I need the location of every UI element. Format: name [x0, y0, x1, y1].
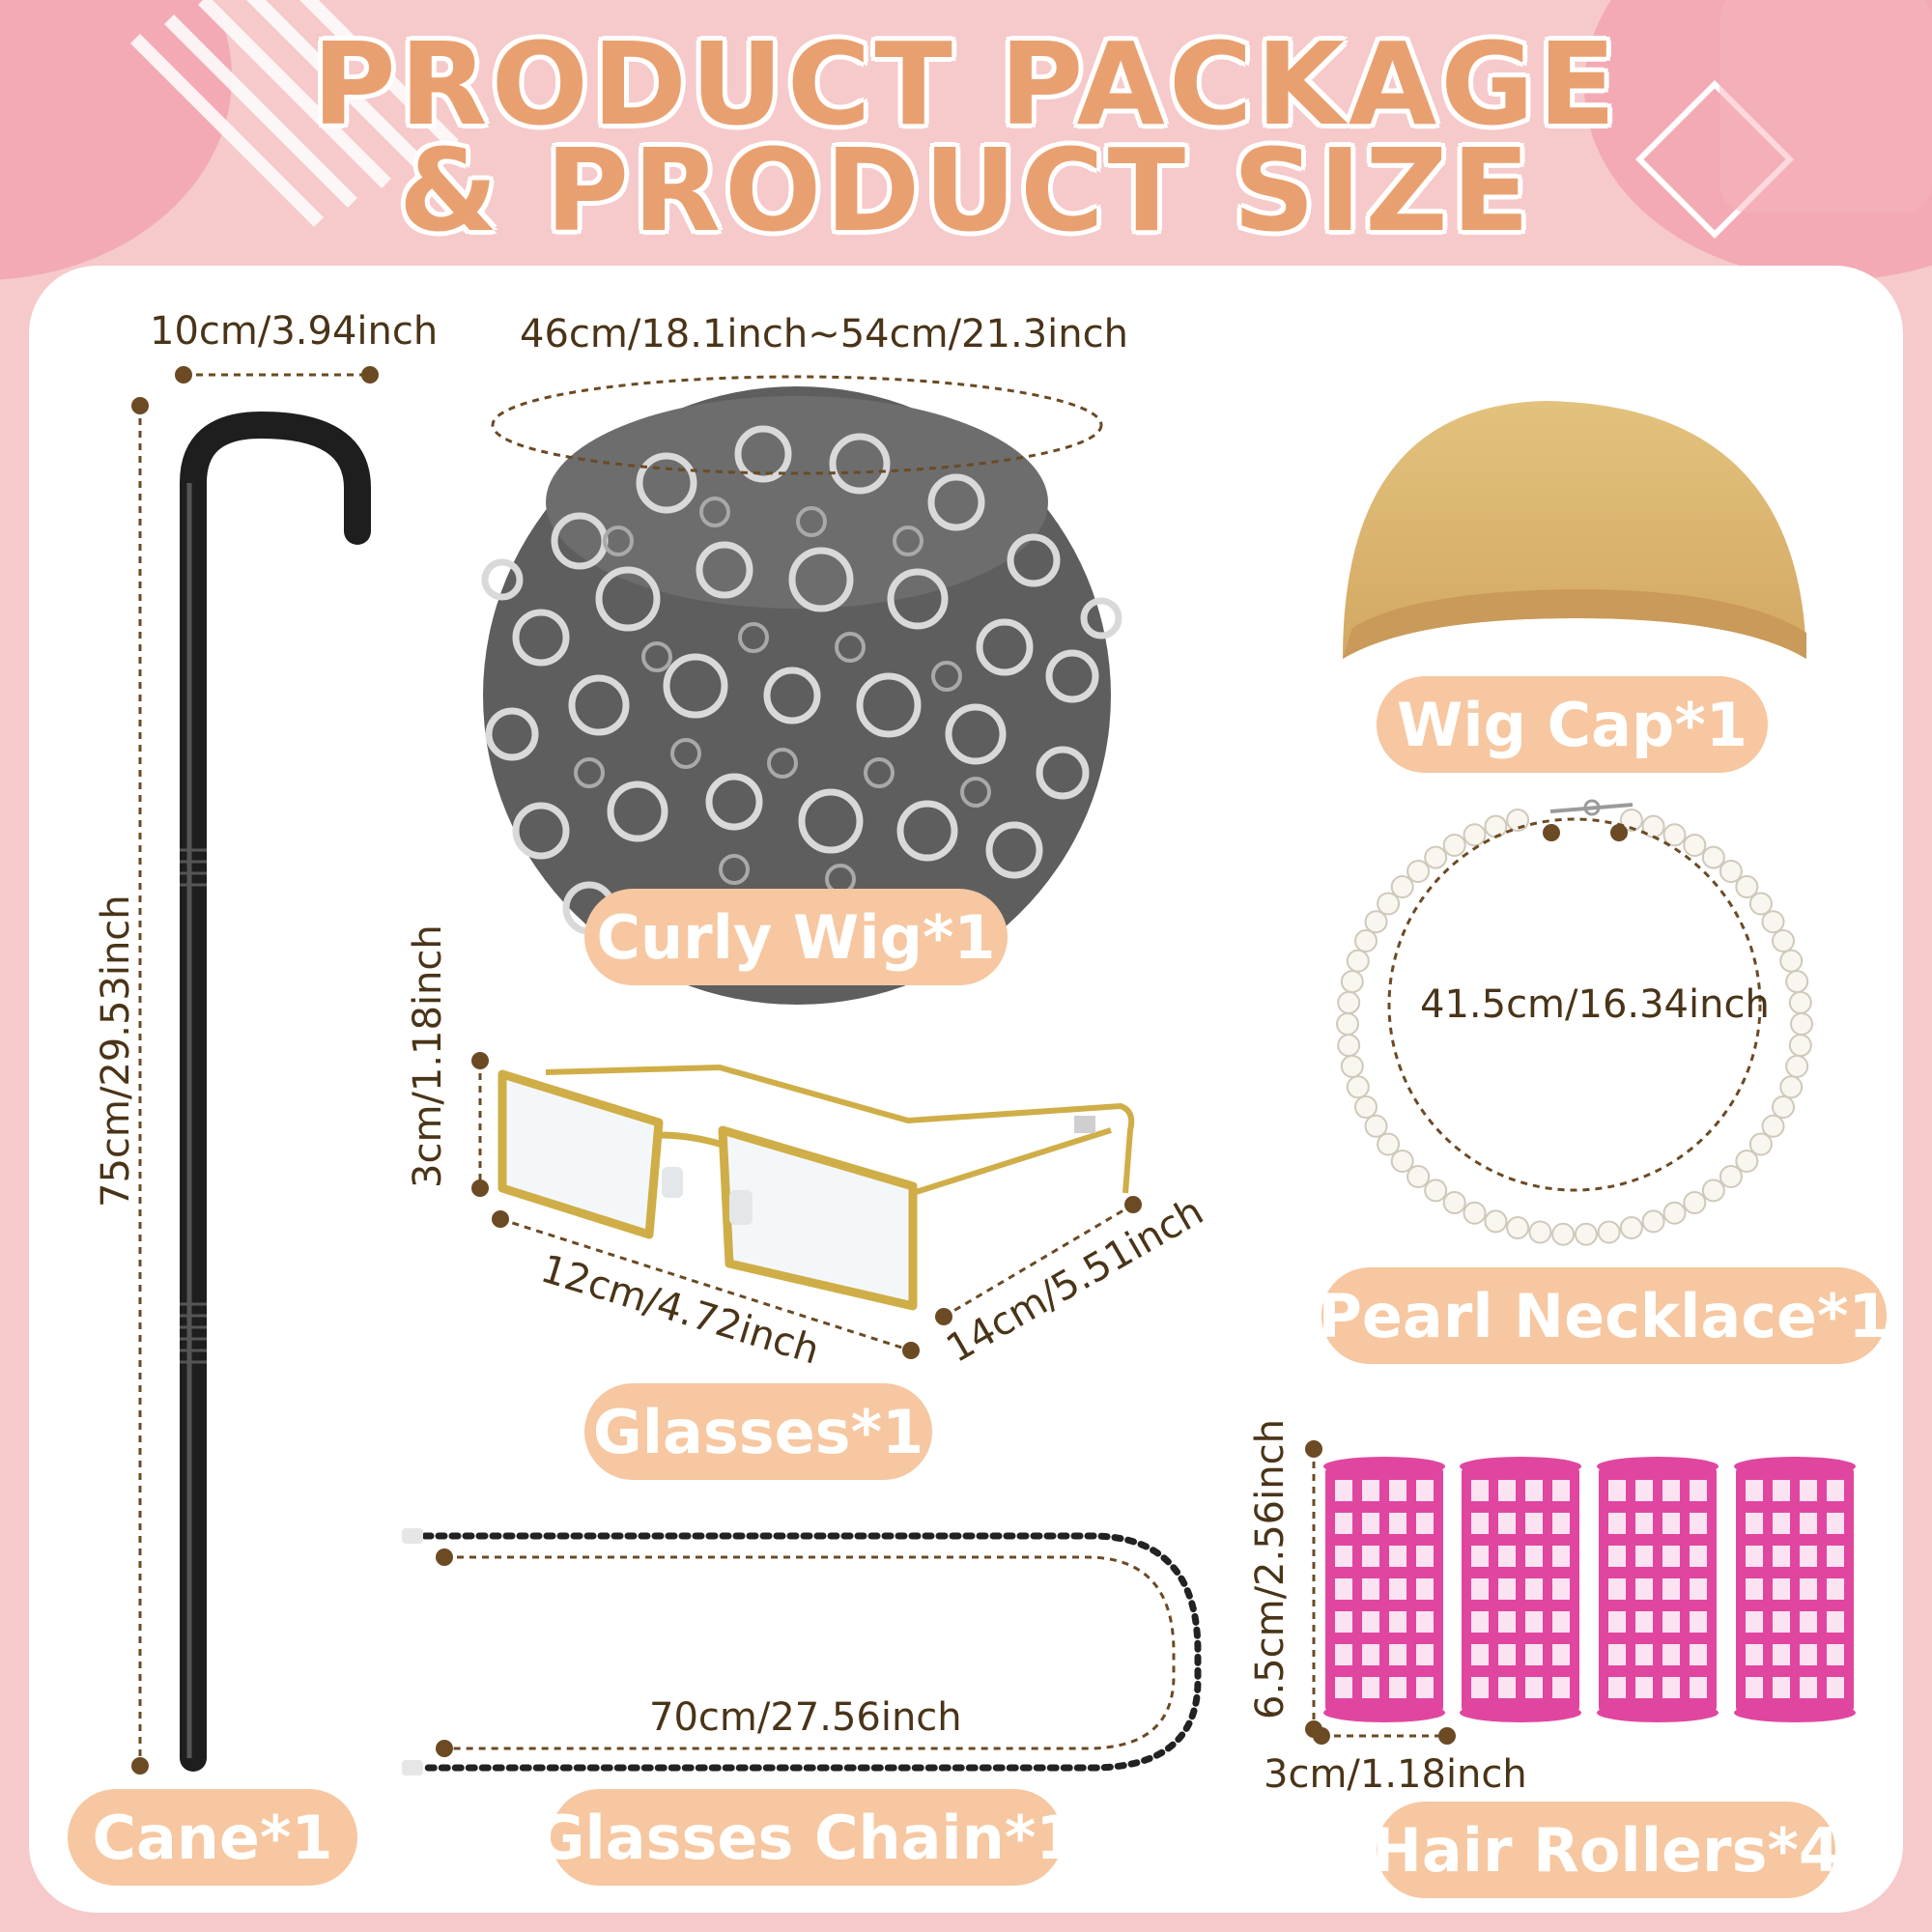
pearl: [1761, 1114, 1785, 1138]
pearl: [1641, 1209, 1665, 1234]
pearl: [1442, 834, 1466, 857]
cane-height-text: 75cm/29.53inch: [94, 895, 138, 1208]
pearl: [1619, 1216, 1643, 1239]
pearl-necklace-diameter-text: 41.5cm/16.34inch: [1420, 982, 1770, 1027]
pearl: [1340, 1054, 1364, 1078]
glasses-height-text: 3cm/1.18inch: [406, 924, 450, 1188]
pearl: [1551, 1222, 1576, 1246]
pearl: [1463, 823, 1487, 847]
page-title-line-2: & PRODUCT SIZE: [398, 124, 1534, 257]
hair-rollers-label: Hair Rollers*4: [1372, 1802, 1840, 1898]
pearl: [1772, 929, 1795, 952]
pearl: [1662, 823, 1687, 847]
pearl: [1788, 990, 1812, 1014]
pearl: [1785, 970, 1809, 994]
pearl: [1790, 1012, 1813, 1036]
pearl: [1719, 1165, 1743, 1188]
pearl: [1528, 1220, 1552, 1244]
hair-roller: [1460, 1457, 1581, 1722]
pearl: [1484, 1209, 1508, 1234]
pearl-necklace-image: [1336, 809, 1813, 1246]
pearl: [1701, 1179, 1725, 1203]
pearl: [1506, 809, 1530, 832]
pearl: [1719, 860, 1743, 883]
pearl: [1364, 910, 1388, 934]
pearl: [1336, 1012, 1359, 1036]
hair-roller: [1597, 1457, 1719, 1722]
pearl: [1597, 1220, 1621, 1244]
pearl: [1442, 1191, 1466, 1214]
pearl-necklace-label: Pearl Necklace*1: [1318, 1267, 1890, 1364]
curly-wig-circumference-line: [491, 375, 1103, 475]
hair-roller: [1734, 1457, 1856, 1722]
cane-width-text: 10cm/3.94inch: [150, 309, 439, 354]
pearl: [1788, 1034, 1812, 1058]
glasses-width-line: [492, 1210, 920, 1359]
pearl: [1424, 1179, 1448, 1203]
hair-rollers-width-line: [1313, 1727, 1456, 1745]
pearl: [1779, 949, 1804, 973]
pearl: [1346, 1075, 1370, 1099]
pearl: [1377, 892, 1401, 916]
cane-height-line: [131, 397, 149, 1775]
pearl: [1772, 1095, 1795, 1119]
pearl: [1748, 1132, 1773, 1156]
glasses-label: Glasses*1: [584, 1383, 932, 1480]
pearl: [1662, 1201, 1687, 1225]
pearl: [1406, 1165, 1431, 1188]
pearl: [1735, 1150, 1759, 1173]
pearl: [1340, 970, 1364, 994]
pearl: [1748, 892, 1773, 916]
pearl: [1779, 1075, 1804, 1099]
wig-cap-label: Wig Cap*1: [1377, 676, 1768, 773]
pearl: [1735, 875, 1759, 898]
pearl: [1484, 814, 1508, 838]
hair-rollers-height-line: [1305, 1440, 1322, 1738]
pearl-necklace-diameter-line: [1387, 817, 1762, 1192]
glasses-chain-length-text: 70cm/27.56inch: [649, 1695, 962, 1740]
glasses-height-line: [471, 1052, 489, 1197]
wig-cap-image: [1343, 401, 1806, 659]
pearl: [1337, 1034, 1361, 1058]
pearl: [1390, 875, 1414, 898]
glasses-image: [497, 1064, 1135, 1311]
curly-wig-image: [481, 386, 1122, 1005]
pearl: [1346, 949, 1370, 973]
pearl: [1463, 1201, 1487, 1225]
pearl: [1619, 809, 1643, 832]
pearl: [1406, 860, 1431, 883]
hair-rollers-height-text: 6.5cm/2.56inch: [1248, 1419, 1293, 1719]
pearl: [1701, 845, 1725, 869]
pearl: [1785, 1054, 1809, 1078]
hair-rollers-width-text: 3cm/1.18inch: [1264, 1752, 1527, 1797]
pearl: [1364, 1114, 1388, 1138]
glasses-arm-line: [935, 1196, 1142, 1325]
pearl: [1683, 1191, 1707, 1214]
pearl: [1354, 1095, 1378, 1119]
pearl: [1354, 929, 1378, 952]
page-title-line-1: PRODUCT PACKAGE: [312, 17, 1620, 151]
pearl: [1424, 845, 1448, 869]
hair-roller: [1323, 1457, 1445, 1722]
pearl-necklace-clasp: [1549, 799, 1634, 816]
pearl: [1337, 990, 1361, 1014]
pearl: [1761, 910, 1785, 934]
pearl: [1574, 1222, 1598, 1246]
glasses-chain-length-line: [436, 1548, 1176, 1757]
pearl: [1506, 1216, 1530, 1239]
glasses-chain-image: [402, 1528, 1202, 1776]
curly-wig-circumference-text: 46cm/18.1inch~54cm/21.3inch: [520, 312, 1128, 356]
glasses-chain-label: Glasses Chain*1: [536, 1789, 1077, 1886]
hair-rollers-image: [1323, 1457, 1856, 1722]
cane-label: Cane*1: [68, 1789, 357, 1886]
pearl: [1683, 834, 1707, 857]
pearl: [1377, 1132, 1401, 1156]
cane-width-line: [175, 366, 379, 384]
cane-image: [180, 411, 371, 1772]
pearl: [1390, 1150, 1414, 1173]
curly-wig-label: Curly Wig*1: [584, 889, 1008, 985]
